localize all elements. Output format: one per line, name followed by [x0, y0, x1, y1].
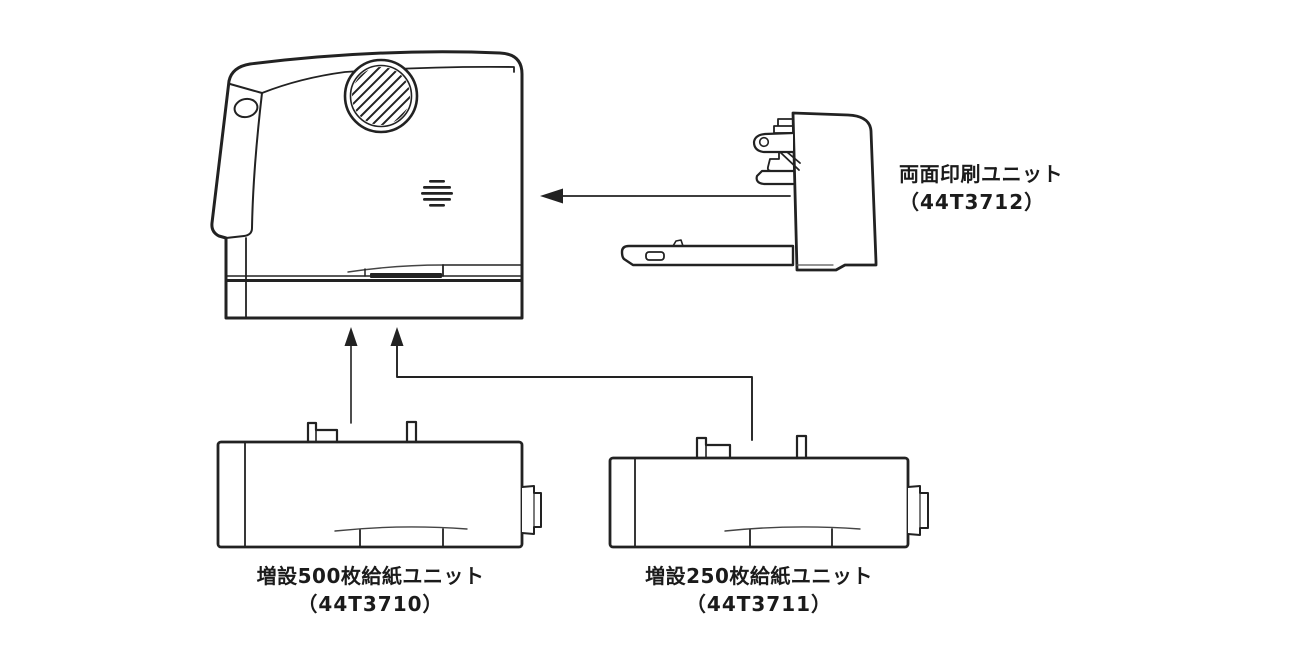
arrow-feeder500-to-printer	[344, 327, 358, 424]
feeder-250-handle-ticks	[749, 528, 833, 547]
feeder-250-peg-left	[695, 436, 732, 460]
feeder-500-name: 増設500枚給紙ユニット	[256, 564, 485, 588]
feeder-500-peg-left	[306, 421, 339, 444]
feeder-250-label: 増設250枚給紙ユニット （44T3711）	[609, 562, 909, 618]
feeder-250-handle-curve	[724, 526, 861, 532]
feeder-250-body	[608, 456, 910, 549]
duplex-panel	[791, 111, 878, 272]
up-arrow-head-icon	[344, 327, 358, 346]
feeder-500-handle-ticks	[359, 528, 444, 547]
feeder-500-connector	[521, 485, 542, 535]
feeder-500-label: 増設500枚給紙ユニット （44T3710）	[219, 562, 522, 618]
printer-left-panel-edge	[225, 92, 263, 239]
duplex-unit-name: 両面印刷ユニット	[899, 162, 1063, 186]
duplex-tray-slot	[645, 251, 665, 261]
left-arrow-head-icon	[540, 188, 563, 204]
feeder-250-code: （44T3711）	[685, 592, 833, 616]
printer-body-outline	[210, 50, 524, 320]
up-elbow-arrow-line	[396, 345, 753, 441]
latch-screw-icon	[758, 136, 770, 148]
feeder-500-illustration	[216, 420, 542, 549]
feeder-250-name: 増設250枚給紙ユニット	[645, 564, 873, 588]
printer-illustration	[210, 50, 524, 320]
duplex-unit-code: （44T3712）	[899, 190, 1046, 214]
printer-tray-curve	[347, 264, 444, 273]
feeder-500-body	[216, 440, 524, 549]
feeder-500-peg-right	[405, 420, 418, 444]
duplex-tray-tab	[672, 239, 684, 247]
up-elbow-arrow-head-icon	[390, 327, 404, 346]
arrow-feeder250-to-printer	[390, 327, 753, 441]
feeder-250-connector	[907, 485, 929, 536]
feeder-250-illustration	[608, 434, 929, 549]
feeder-250-peg-right	[795, 434, 808, 460]
printer-top-facet-line	[229, 83, 263, 94]
printer-tray-handle-bar	[370, 273, 442, 278]
duplex-latch-mechanism	[752, 118, 801, 186]
feeder-500-code: （44T3710）	[297, 592, 444, 616]
duplex-tray	[620, 244, 795, 267]
duplex-unit-label: 両面印刷ユニット （44T3712）	[899, 160, 1063, 216]
power-button-oval	[233, 97, 259, 119]
fan-grille-icon	[343, 58, 419, 134]
arrow-duplex-to-printer	[540, 188, 791, 204]
feeder-500-handle-curve	[334, 526, 468, 532]
vent-icon	[421, 180, 453, 207]
duplex-unit-illustration	[620, 111, 878, 272]
